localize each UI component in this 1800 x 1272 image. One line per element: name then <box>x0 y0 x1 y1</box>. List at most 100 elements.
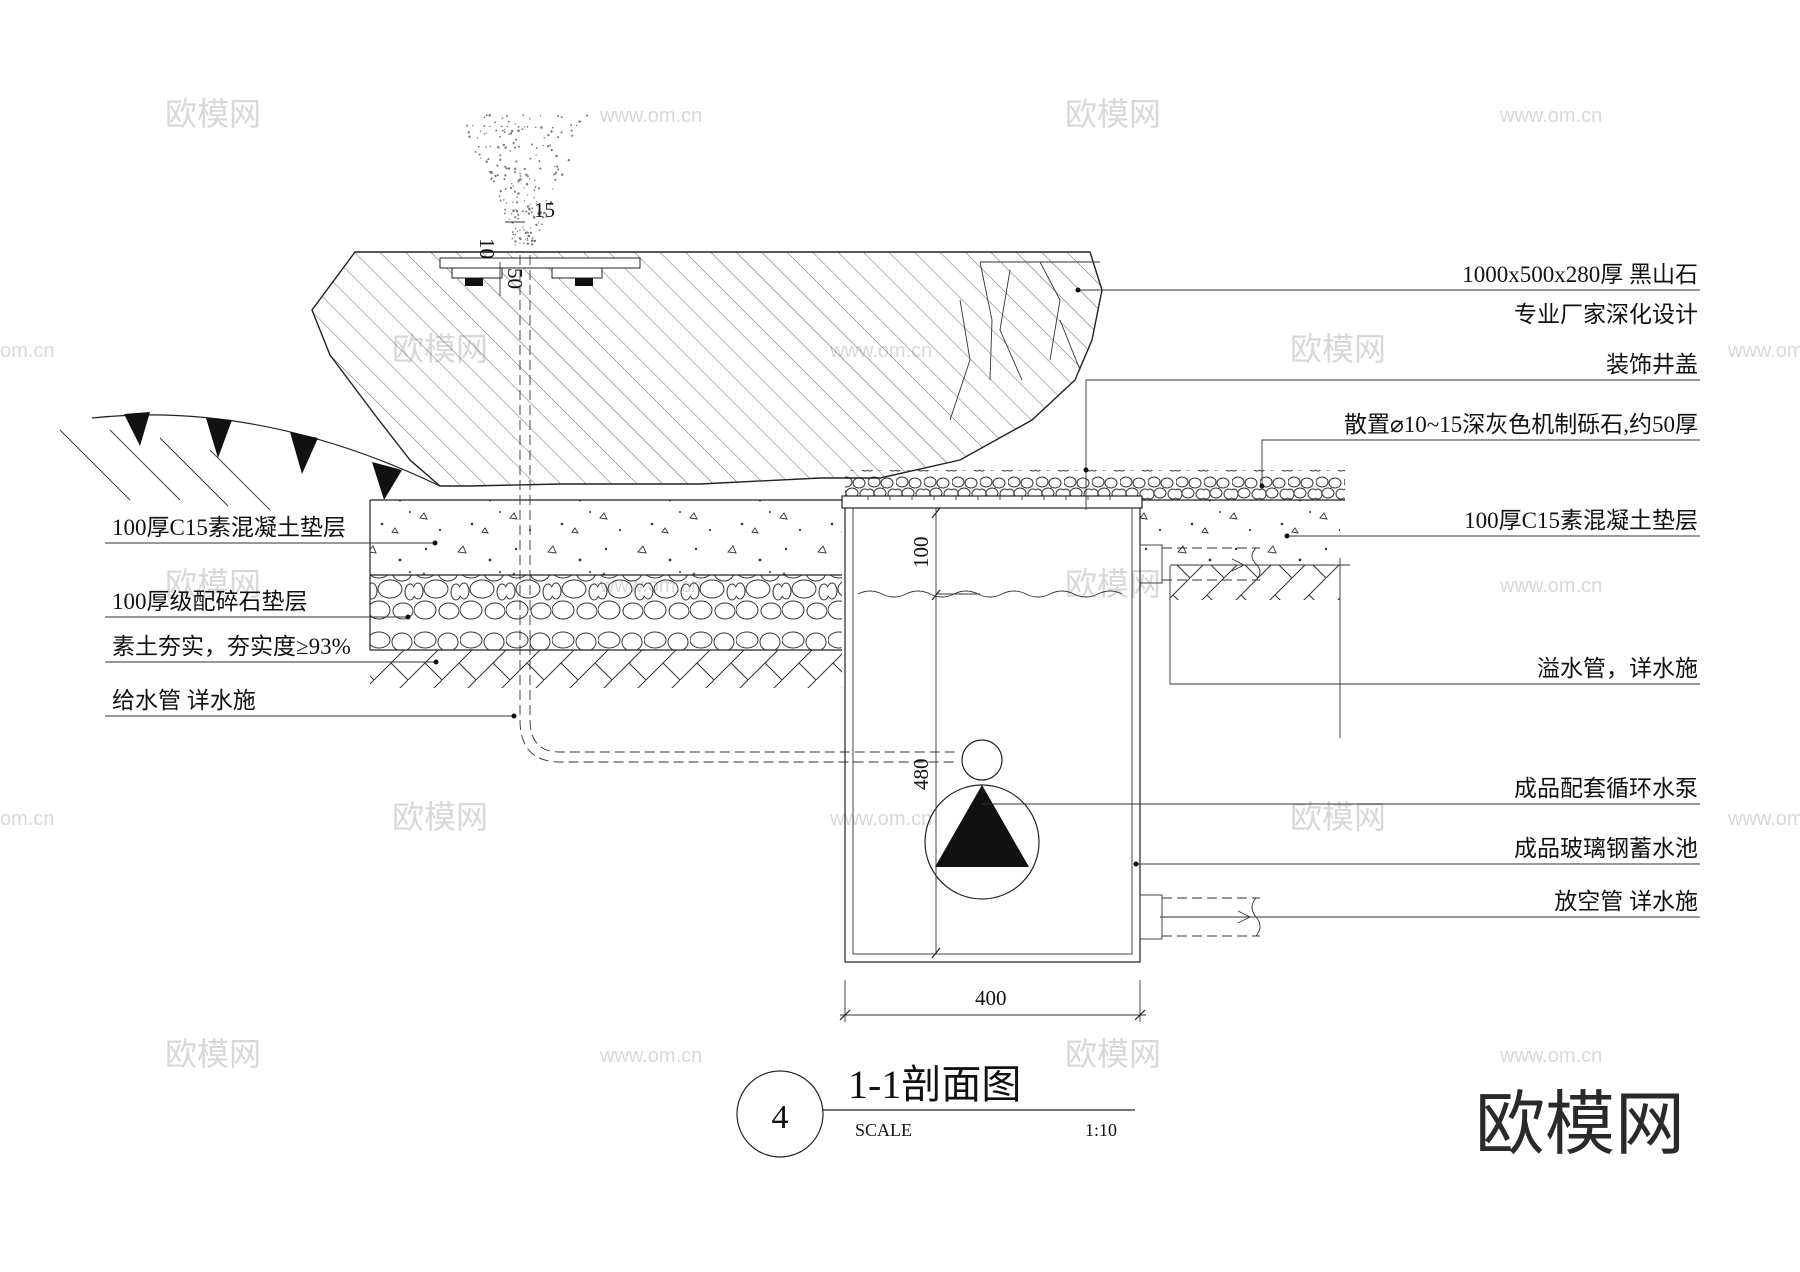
spray-droplet <box>483 116 486 119</box>
spray-droplet <box>526 237 529 240</box>
spray-droplet <box>503 199 505 201</box>
spray-droplet <box>546 145 550 148</box>
spray-droplet <box>507 167 511 170</box>
layer-concrete-left <box>370 499 842 575</box>
spray-droplet <box>534 126 537 129</box>
spray-droplet <box>512 143 515 145</box>
spray-droplet <box>517 213 519 216</box>
layer-soil-left <box>370 649 842 688</box>
spray-droplet <box>511 237 514 240</box>
watermark-logo: 欧模网 <box>165 566 261 602</box>
spray-droplet <box>494 174 497 178</box>
spray-droplet <box>538 229 541 232</box>
spray-droplet <box>524 239 527 241</box>
spray-droplet <box>529 157 532 160</box>
watermark-logo: 欧模网 <box>1065 1036 1161 1072</box>
spray-droplet <box>527 234 531 238</box>
label-drain: 放空管 详水施 <box>1554 889 1698 914</box>
watermark-url: www.om.cn <box>1727 340 1800 362</box>
spray-droplet <box>535 154 537 156</box>
spray-droplet <box>554 178 557 181</box>
spray-droplet <box>514 171 516 174</box>
spray-droplet <box>523 242 525 244</box>
black-stone <box>311 251 1103 487</box>
spray-droplet <box>547 134 550 137</box>
spray-droplet <box>504 174 507 177</box>
spray-droplet <box>519 242 521 244</box>
spray-droplet <box>499 154 502 157</box>
spray-droplet <box>503 130 506 133</box>
spray-droplet <box>537 187 541 190</box>
spray-droplet <box>535 202 538 205</box>
labels-left: 100厚C15素混凝土垫层 100厚级配碎石垫层 素土夯实，夯实度≥93% 给水… <box>112 515 351 713</box>
leaders-left <box>105 540 517 719</box>
drawing-title: 1-1剖面图 <box>848 1062 1021 1107</box>
watermarks: 欧模网 www.om.cn 欧模网 www.om.cn om.cn 欧模网 ww… <box>0 96 1800 1072</box>
spray-droplet <box>501 117 504 119</box>
spray-droplet <box>508 218 511 220</box>
spray-droplet <box>489 170 492 174</box>
spray-droplet <box>499 199 502 202</box>
spray-droplet <box>550 130 553 133</box>
spray-droplet <box>504 128 506 131</box>
watermark-url: www.om.cn <box>599 1045 702 1067</box>
dim-10: 10 <box>475 238 499 259</box>
spray-droplet <box>525 210 528 213</box>
leaders-right <box>982 287 1700 918</box>
watermark-logo: 欧模网 <box>1290 799 1386 835</box>
spray-droplet <box>532 216 536 219</box>
spray-droplet <box>511 182 513 185</box>
spray-droplet <box>485 114 488 117</box>
spray-droplet <box>569 124 573 127</box>
spray-droplet <box>551 126 554 129</box>
spray-droplet <box>526 126 529 128</box>
title-block: 4 1-1剖面图 SCALE 1:10 <box>736 1062 1135 1158</box>
spray-droplet <box>523 229 525 231</box>
spray-droplet <box>545 216 547 219</box>
dim-tank: 100 480 400 <box>839 507 1146 1022</box>
spray-droplet <box>515 209 519 213</box>
spray-droplet <box>570 129 573 132</box>
spray-droplet <box>549 206 551 208</box>
spray-droplet <box>491 177 493 179</box>
spray-droplet <box>522 114 525 116</box>
labels-right: 1000x500x280厚 黑山石 专业厂家深化设计 装饰井盖 散置⌀10~15… <box>1344 262 1698 914</box>
spray-droplet <box>511 129 514 133</box>
spray-droplet <box>472 125 474 127</box>
label-crushed-stone: 100厚级配碎石垫层 <box>112 589 308 614</box>
water-tank <box>841 466 1143 963</box>
scale-label: SCALE <box>855 1120 912 1140</box>
spray-droplet <box>535 147 538 150</box>
spray-droplet <box>504 146 507 149</box>
watermark-url: www.om.cn <box>599 105 702 127</box>
spray-droplet <box>522 226 524 228</box>
layer-concrete-right <box>1135 500 1341 738</box>
spray-droplet <box>517 126 520 128</box>
spray-droplet <box>517 217 520 220</box>
spray-droplet <box>549 144 551 147</box>
label-pump: 成品配套循环水泵 <box>1514 776 1698 801</box>
spray-droplet <box>571 134 574 137</box>
spray-droplet <box>517 129 520 132</box>
spray-droplet <box>517 193 519 195</box>
spray-droplet <box>476 137 479 139</box>
label-supply-pipe: 给水管 详水施 <box>112 688 256 713</box>
spray-droplet <box>488 114 491 117</box>
spray-droplet <box>505 202 508 204</box>
spray-droplet <box>519 178 522 181</box>
dim-15: 15 <box>534 198 555 222</box>
label-concrete-left: 100厚C15素混凝土垫层 <box>112 515 346 540</box>
spray-droplet <box>514 123 516 125</box>
spray-droplet <box>526 194 529 196</box>
spray-droplet <box>530 239 534 242</box>
spray-droplet <box>534 179 536 181</box>
spray-droplet <box>549 200 553 204</box>
spray-droplet <box>540 126 543 129</box>
spray-droplet <box>528 207 531 211</box>
spray-droplet <box>542 216 544 219</box>
spray-droplet <box>521 210 524 213</box>
spray-droplet <box>554 171 558 174</box>
spray-droplet <box>530 211 533 214</box>
spray-droplet <box>514 146 516 149</box>
